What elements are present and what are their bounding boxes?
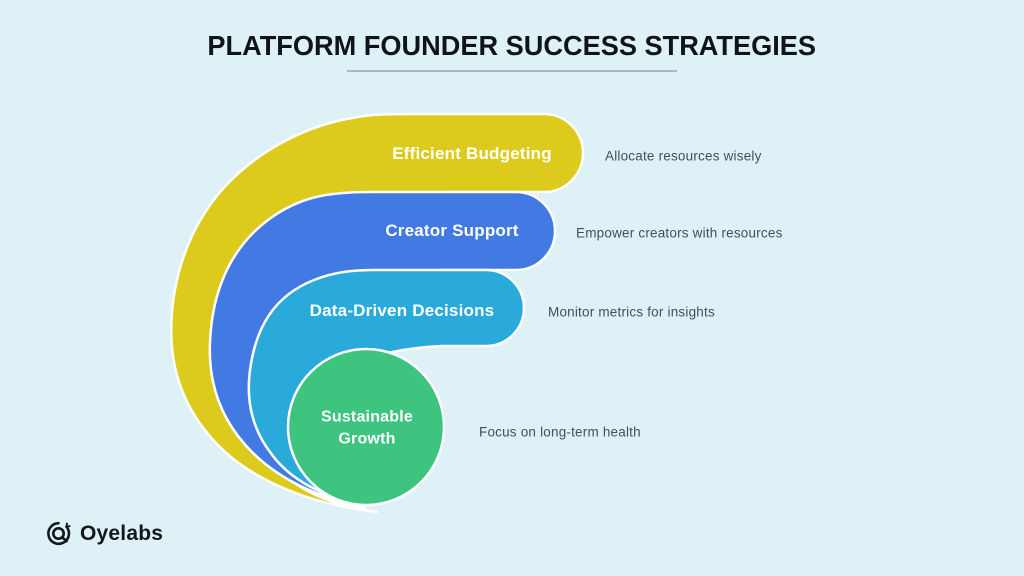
label-data-driven-decisions: Data-Driven Decisions <box>309 301 495 320</box>
brand-name: Oyelabs <box>80 521 164 545</box>
label-efficient-budgeting: Efficient Budgeting <box>392 144 552 163</box>
brand-logo: Oyelabs <box>45 520 163 547</box>
title-underline <box>347 70 677 72</box>
description-creator-support: Empower creators with resources <box>576 225 783 241</box>
label-creator-support: Creator Support <box>385 221 519 240</box>
header: PLATFORM FOUNDER SUCCESS STRATEGIES <box>0 30 1024 62</box>
oyelabs-cycle-icon <box>47 521 71 546</box>
description-data-driven-decisions: Monitor metrics for insights <box>548 304 715 320</box>
description-sustainable-growth: Focus on long-term health <box>479 424 641 440</box>
page-title: PLATFORM FOUNDER SUCCESS STRATEGIES <box>207 30 817 61</box>
label-sustainable-growth: Sustainable Growth <box>320 408 413 447</box>
circle-sustainable-growth <box>286 347 446 507</box>
description-efficient-budgeting: Allocate resources wisely <box>605 148 762 164</box>
